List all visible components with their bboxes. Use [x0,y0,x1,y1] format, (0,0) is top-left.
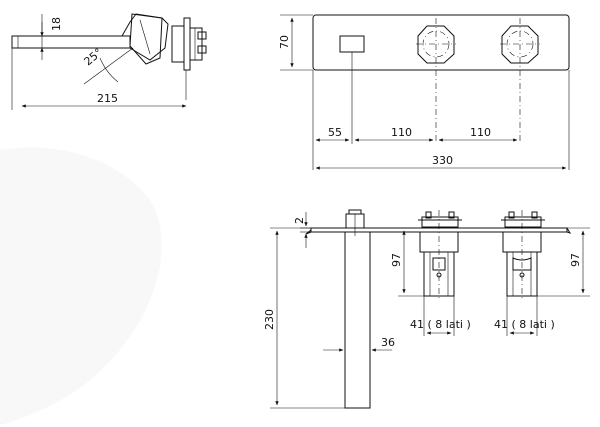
dim-angle: 25° [82,46,105,68]
label-valve-left: 41 ( 8 lati ) [410,318,471,331]
dim-total-depth: 215 [97,92,118,105]
background-shading [0,147,162,425]
spout-section [344,231,371,409]
dim-offset-1: 55 [328,126,342,139]
front-view: 70 55 110 110 330 [278,14,570,170]
dim-plate-thickness: 2 [293,217,306,224]
label-valve-right: 41 ( 8 lati ) [494,318,555,331]
dim-spout-width: 36 [381,336,395,349]
spout-body [11,35,131,49]
dim-valve-height-right: 97 [569,253,582,267]
handle-left [416,25,456,64]
valve-right [501,210,545,300]
handle-right [500,25,540,64]
dim-offset-3: 110 [470,126,491,139]
dim-spout-length: 230 [263,309,276,330]
spout-outlet [339,35,365,53]
dim-offset-2: 110 [391,126,412,139]
lever-body [129,13,163,65]
dim-spout-height: 18 [50,17,63,31]
dim-plate-width: 330 [432,154,453,167]
section-view: 2 230 36 [263,209,590,409]
dim-plate-height: 70 [278,35,291,49]
side-view: 18 25° 215 [11,13,207,110]
mount-plate-side [183,17,191,71]
front-plate [312,14,570,71]
valve-left [418,210,462,300]
dim-valve-height-left: 97 [390,253,403,267]
